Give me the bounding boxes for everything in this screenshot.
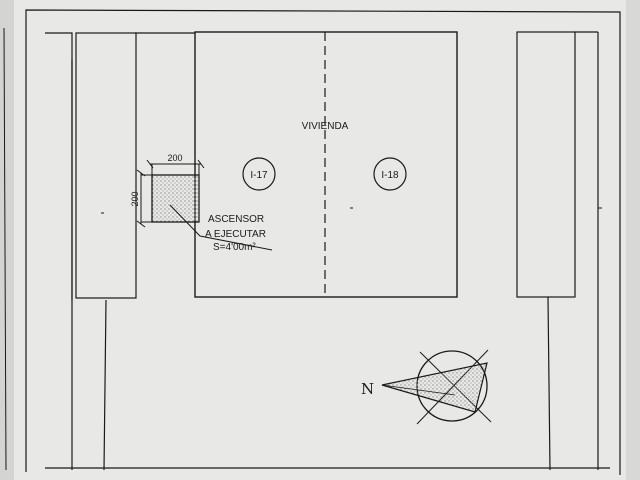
left-edge-line: [3, 27, 7, 471]
elevator-leader-line: [169, 204, 273, 251]
north-arrow-pointer: [381, 362, 488, 413]
dim-height-label: 200: [130, 191, 140, 206]
right-column-block: [516, 31, 576, 298]
paper-left-shadow: [0, 0, 14, 480]
north-arrow-axis: [381, 384, 456, 396]
dwelling-label: VIVIENDA: [302, 121, 349, 132]
north-arrow: [381, 349, 492, 425]
paper-right-shadow: [626, 0, 640, 480]
dim-height-tick-bottom: [136, 220, 146, 228]
dim-width-tick-right: [197, 159, 205, 169]
outer-frame: [25, 9, 621, 475]
right-lower-line: [547, 296, 551, 471]
unit-left-label: I-17: [250, 170, 268, 181]
north-label: N: [361, 380, 374, 398]
left-wall-outer: [45, 32, 73, 470]
unit-right-label: I-18: [381, 170, 399, 181]
left-column-block: [75, 32, 137, 299]
elevator-area-label: S=4'00m²: [213, 242, 256, 253]
elevator-label-line1: ASCENSOR: [208, 214, 264, 225]
elevator-square: [151, 174, 200, 223]
elevator-label-line2: A EJECUTAR: [205, 229, 266, 240]
dim-width-label: 200: [167, 153, 182, 163]
unit-right-circle: [373, 157, 407, 191]
unit-left-circle: [242, 157, 276, 191]
left-lower-line: [103, 299, 107, 471]
